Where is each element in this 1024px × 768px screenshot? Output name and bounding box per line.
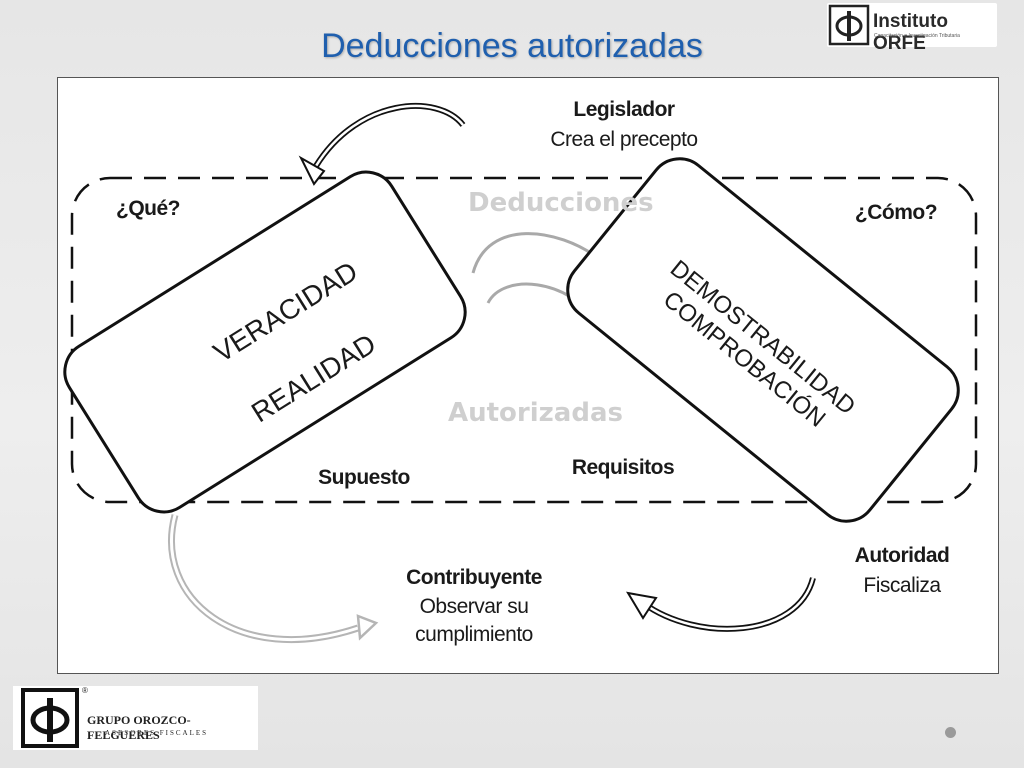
connector-curve-upper xyxy=(471,232,599,274)
demostrabilidad-box xyxy=(566,157,960,523)
brand-tagline: Capacitación e Investigación Tributaria xyxy=(874,33,960,39)
autoridad-text: Fiscaliza xyxy=(863,574,941,597)
supuesto-label: Supuesto xyxy=(318,466,410,489)
brand-bottom-name: GRUPO OROZCO-FELGUERES xyxy=(87,713,191,742)
contribuyente-arrow xyxy=(168,514,360,643)
legislador-title: Legislador xyxy=(573,98,675,121)
legislador-text: Crea el precepto xyxy=(550,128,698,151)
legislador-arrow xyxy=(313,103,466,168)
autoridad-title: Autoridad xyxy=(854,544,950,567)
que-label: ¿Qué? xyxy=(116,197,181,220)
phi-emblem-icon xyxy=(828,4,870,46)
slide-title: Deducciones autorizadas xyxy=(321,27,703,65)
contribuyente-line1: Observar su xyxy=(419,595,529,618)
dashed-boundary xyxy=(70,176,978,504)
instituto-orfe-logo: Instituto ORFE Capacitación e Investigac… xyxy=(827,3,997,54)
grupo-orozco-logo: GRUPO OROZCO-FELGUERES ASESORES FISCALES xyxy=(13,686,258,750)
autoridad-arrow xyxy=(641,577,816,632)
diagram-shapes xyxy=(63,103,978,643)
como-label: ¿Cómo? xyxy=(854,201,938,224)
phi-emblem-icon xyxy=(21,688,79,748)
requisitos-label: Requisitos xyxy=(571,456,675,479)
brand-bottom-tagline: ASESORES FISCALES xyxy=(105,729,209,737)
contribuyente-title: Contribuyente xyxy=(406,566,542,589)
brand-name: Instituto ORFE xyxy=(873,11,948,54)
slide-indicator-dot xyxy=(945,727,956,738)
ghost-autorizadas: Autorizadas xyxy=(448,398,623,428)
ghost-deducciones: Deducciones xyxy=(468,188,654,218)
contribuyente-line2: cumplimiento xyxy=(415,623,533,646)
veracidad-box xyxy=(63,170,467,514)
diagram-canvas: Deducciones Autorizadas Legislador Crea … xyxy=(57,77,999,674)
registered-mark: ® xyxy=(82,686,88,695)
